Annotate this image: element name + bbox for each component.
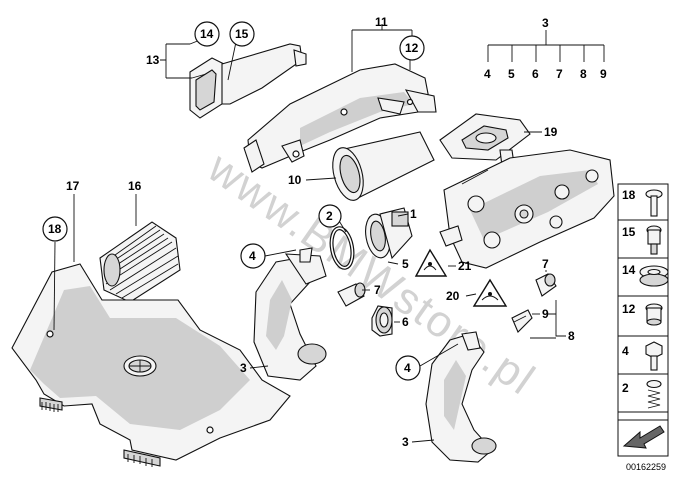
label-10: 10: [288, 173, 302, 187]
diagram-id: 00162259: [626, 462, 666, 472]
kit-item-8: 8: [580, 67, 587, 81]
seal-ring-part: [329, 226, 355, 270]
warning-label-21: [414, 248, 448, 277]
bellows-part: [99, 221, 181, 303]
air-mass-sensor-part: [365, 207, 413, 260]
warning-label-20: [472, 278, 508, 307]
label-8: 8: [568, 329, 575, 343]
intake-hose-left-part: [253, 247, 327, 381]
label-17: 17: [66, 179, 80, 193]
label-16: 16: [128, 179, 142, 193]
kit-item-6: 6: [532, 67, 539, 81]
torx-screw-icon: [645, 189, 663, 217]
callout-circle-12: [399, 35, 425, 61]
legend-14: 14: [622, 263, 636, 277]
air-filter-housing-part: [243, 63, 437, 173]
oil-cap-part: [439, 113, 531, 167]
legend-2: 2: [622, 381, 629, 395]
hex-bolt-icon: [645, 341, 663, 371]
label-2: 2: [326, 209, 333, 223]
label-4-left: 4: [249, 249, 256, 263]
label-15: 15: [235, 27, 249, 41]
intake-snorkel-part: [189, 43, 307, 119]
spring-screw-icon: [646, 379, 662, 409]
label-6: 6: [402, 315, 409, 329]
callout-circle-18: [42, 216, 68, 242]
spacer-sleeve-icon: [646, 225, 662, 255]
air-filter-element-part: [332, 131, 435, 201]
label-3-kit: 3: [542, 16, 549, 30]
bushing-icon: [645, 303, 663, 326]
valve-cover-part: [439, 149, 615, 269]
callout-circle-4-right: [395, 355, 421, 381]
label-3-right: 3: [402, 435, 409, 449]
leader-lines: [53, 24, 605, 443]
grommet-part: [371, 305, 393, 337]
label-1: 1: [410, 207, 417, 221]
label-3-left: 3: [240, 361, 247, 375]
legend-12: 12: [622, 302, 636, 316]
legend-4: 4: [622, 344, 629, 358]
kit-item-7: 7: [556, 67, 563, 81]
label-4-right: 4: [404, 361, 411, 375]
callout-circle-15: [229, 21, 255, 47]
rubber-grommet-icon: [639, 265, 669, 287]
label-20: 20: [446, 289, 460, 303]
callout-circle-14: [194, 21, 220, 47]
direction-arrow-icon: [617, 419, 669, 457]
callout-circle-2: [318, 204, 342, 228]
label-12: 12: [405, 41, 419, 55]
label-13: 13: [146, 53, 160, 67]
label-21: 21: [458, 259, 472, 273]
label-9: 9: [542, 307, 549, 321]
kit-item-5: 5: [508, 67, 515, 81]
label-14: 14: [200, 27, 214, 41]
sleeve-right-part: [511, 273, 557, 333]
label-18: 18: [48, 222, 62, 236]
kit-item-4: 4: [484, 67, 491, 81]
sleeve-left-part: [337, 282, 366, 307]
engine-cover-part: [11, 263, 291, 467]
hardware-legend: 18 15 14 12 4 2: [617, 183, 669, 457]
label-5: 5: [402, 257, 409, 271]
label-11: 11: [375, 15, 388, 29]
legend-15: 15: [622, 225, 636, 239]
legend-18: 18: [622, 188, 636, 202]
label-7-right: 7: [542, 257, 549, 271]
callout-circle-4-left: [240, 243, 266, 269]
label-19: 19: [544, 125, 558, 139]
label-7-left: 7: [374, 283, 381, 297]
intake-hose-right-part: [425, 331, 497, 463]
kit-item-9: 9: [600, 67, 607, 81]
